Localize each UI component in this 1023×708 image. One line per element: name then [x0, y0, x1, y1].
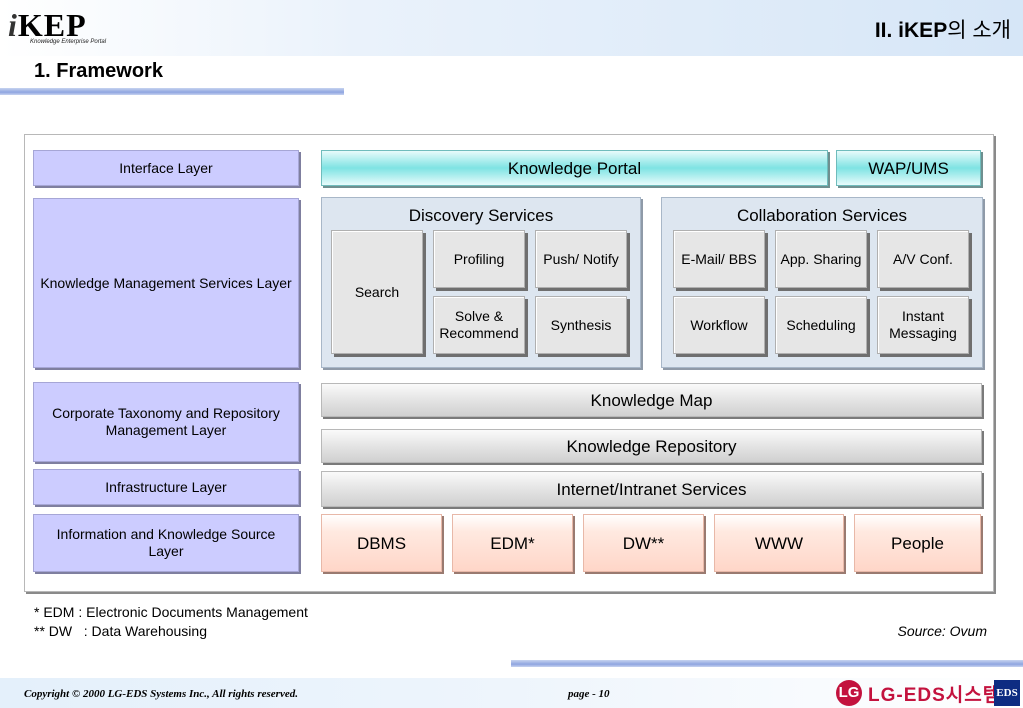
layer-km-services: Knowledge Management Services Layer	[33, 198, 299, 368]
discovery-services-title: Discovery Services	[408, 206, 554, 225]
logo-kep: KEP	[17, 7, 87, 43]
solve-recommend-box: Solve & Recommend	[433, 296, 525, 354]
source-note: Source: Ovum	[897, 623, 987, 639]
knowledge-portal-box: Knowledge Portal	[321, 150, 828, 186]
source-edm: EDM*	[452, 514, 573, 572]
lg-eds-logo-text: LG-EDS시스템	[868, 685, 1002, 706]
section-title: 1. Framework	[34, 60, 163, 82]
source-people: People	[854, 514, 981, 572]
source-dw: DW**	[583, 514, 704, 572]
page-number: page - 10	[568, 688, 610, 700]
footnote-dw: ** DW : Data Warehousing	[34, 623, 207, 639]
scheduling-box: Scheduling	[775, 296, 867, 354]
layer-infrastructure: Infrastructure Layer	[33, 469, 299, 505]
wap-ums-box: WAP/UMS	[836, 150, 981, 186]
layer-taxonomy-repository: Corporate Taxonomy and Repository Manage…	[33, 382, 299, 462]
slide-title-korean: 의 소개	[947, 19, 1011, 42]
push-notify-box: Push/ Notify	[535, 230, 627, 288]
title-underline	[0, 88, 344, 95]
slide-title: II. iKEP의 소개	[875, 14, 1011, 44]
instant-messaging-box: Instant Messaging	[877, 296, 969, 354]
eds-badge-icon: EDS	[994, 680, 1020, 706]
collaboration-services-title: Collaboration Services	[736, 206, 908, 225]
layer-interface: Interface Layer	[33, 150, 299, 186]
source-www: WWW	[714, 514, 844, 572]
internet-intranet-services-bar: Internet/Intranet Services	[321, 471, 982, 507]
logo-subtitle: Knowledge Enterprise Portal	[30, 39, 107, 45]
copyright-text: Copyright © 2000 LG-EDS Systems Inc., Al…	[24, 688, 298, 700]
logo-wordmark: iKEP	[8, 8, 87, 42]
app-sharing-box: App. Sharing	[775, 230, 867, 288]
lg-logo-icon: LG	[836, 680, 862, 706]
profiling-box: Profiling	[433, 230, 525, 288]
knowledge-map-bar: Knowledge Map	[321, 383, 982, 417]
ikep-logo: iKEP Knowledge Enterprise Portal	[8, 8, 128, 50]
synthesis-box: Synthesis	[535, 296, 627, 354]
search-box: Search	[331, 230, 423, 354]
slide-title-latin: II. iKEP	[874, 19, 948, 42]
source-dbms: DBMS	[321, 514, 442, 572]
layer-information-source: Information and Knowledge Source Layer	[33, 514, 299, 572]
header-band	[0, 0, 1023, 56]
workflow-box: Workflow	[673, 296, 765, 354]
av-conf-box: A/V Conf.	[877, 230, 969, 288]
logo-i: i	[8, 7, 18, 43]
knowledge-repository-bar: Knowledge Repository	[321, 429, 982, 463]
footer-rule	[511, 660, 1023, 667]
footnote-edm: * EDM : Electronic Documents Management	[34, 604, 308, 620]
email-bbs-box: E-Mail/ BBS	[673, 230, 765, 288]
